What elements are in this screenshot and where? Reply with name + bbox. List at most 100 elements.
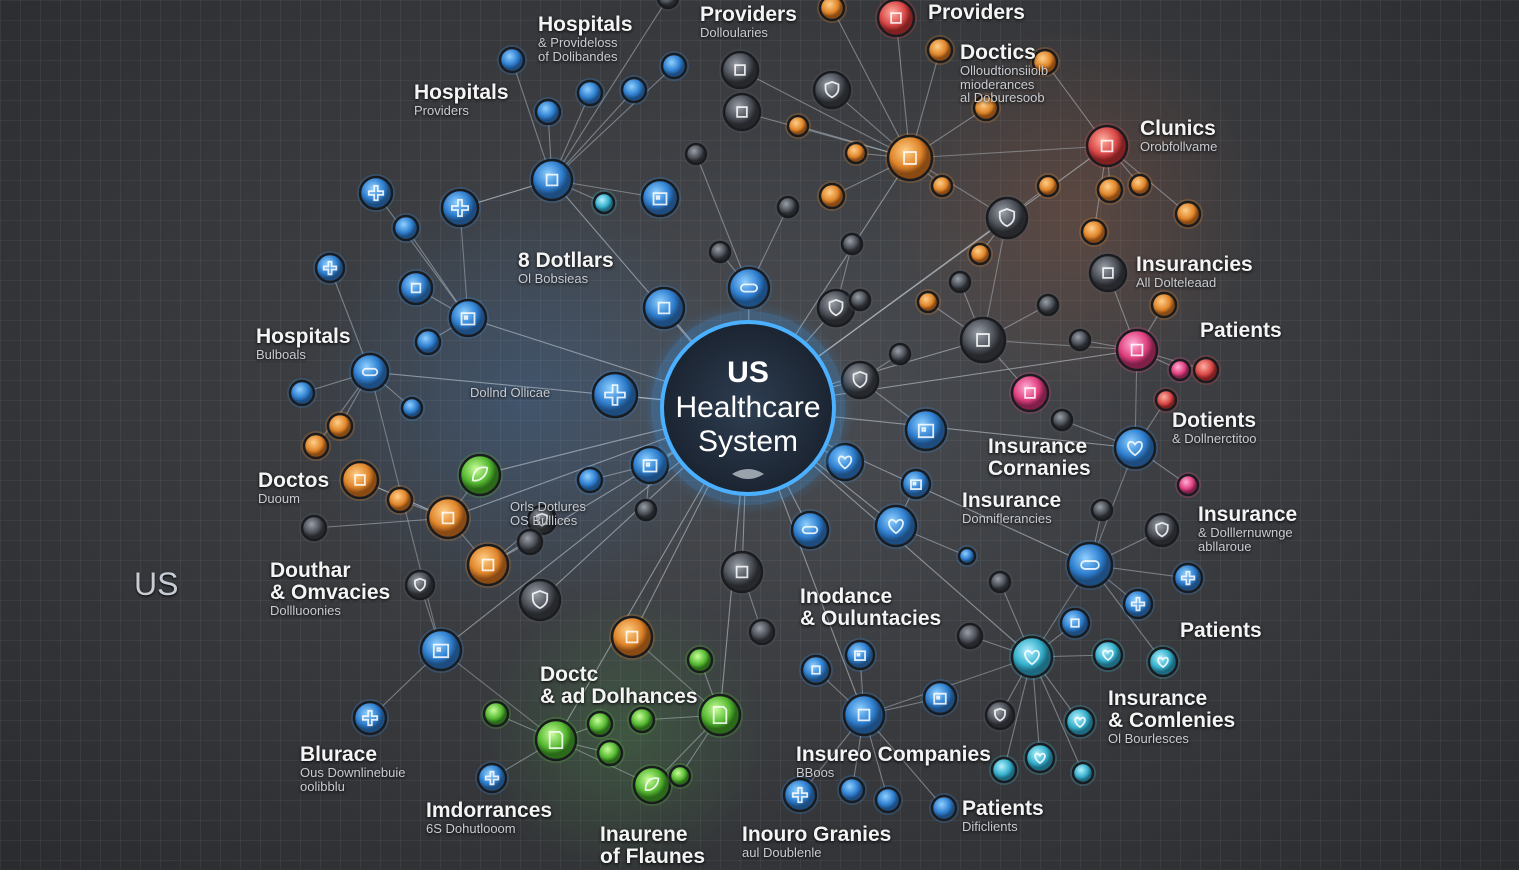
node-disc	[1113, 426, 1157, 470]
network-node	[655, 0, 681, 11]
node-disc	[926, 36, 954, 64]
node-disc	[956, 622, 984, 650]
network-node	[955, 621, 985, 651]
node-disc	[576, 466, 604, 494]
network-node	[1089, 497, 1115, 523]
network-node	[1167, 357, 1193, 383]
node-label-heading: Imdorrances	[426, 799, 553, 822]
network-node	[1067, 327, 1093, 353]
network-node	[811, 69, 853, 111]
hospital-icon	[1130, 596, 1146, 612]
node-label-heading: Insurance	[962, 489, 1062, 512]
network-node	[817, 181, 847, 211]
network-node	[887, 341, 913, 367]
node-disc	[300, 514, 328, 542]
network-node	[629, 444, 671, 486]
network-node	[719, 49, 761, 91]
node-disc	[358, 175, 394, 211]
node-disc	[1085, 124, 1129, 168]
node-label-heading: Doctics	[960, 41, 1036, 64]
network-node	[525, 503, 559, 537]
stethoscope-icon	[545, 173, 559, 187]
shield-icon	[1155, 521, 1169, 538]
node-disc	[466, 543, 510, 587]
node-label-heading: Providers	[700, 3, 797, 26]
node-disc	[1088, 253, 1128, 293]
network-node	[447, 297, 489, 339]
node-disc	[340, 460, 380, 500]
node-label-heading: Inodance	[800, 585, 893, 608]
network-node	[817, 0, 847, 23]
connection-line	[375, 192, 469, 319]
network-node	[1175, 472, 1201, 498]
node-disc	[848, 288, 872, 312]
node-label-heading: Insureo Companies	[796, 743, 991, 766]
node-label-sub: Dificlients	[962, 819, 1018, 835]
patient-icon	[1024, 387, 1036, 399]
node-label: Dotients& Dollnerctitoo	[1172, 409, 1257, 446]
leaf-icon	[471, 466, 489, 482]
hospital-icon	[791, 786, 809, 804]
network-node	[747, 617, 777, 647]
network-node	[1121, 587, 1155, 621]
network-node	[397, 269, 435, 307]
node-disc	[1066, 541, 1114, 589]
network-node	[841, 692, 887, 738]
network-node	[958, 315, 1008, 365]
building-icon	[933, 692, 947, 705]
building-icon	[652, 192, 668, 206]
network-node	[1146, 645, 1180, 679]
network-node	[1070, 760, 1096, 786]
network-node	[659, 51, 689, 81]
node-disc	[888, 342, 912, 366]
document-icon	[712, 706, 728, 724]
network-node	[785, 113, 811, 139]
node-label-heading: Patients	[1200, 319, 1282, 342]
node-label-sub: Ol Bobsieas	[518, 271, 589, 287]
node-label-heading: Dotients	[1172, 409, 1256, 432]
network-node	[1149, 290, 1179, 320]
node-disc	[414, 328, 442, 356]
clinic-icon	[1100, 139, 1114, 153]
node-disc	[400, 396, 424, 420]
network-node	[843, 638, 877, 672]
building-icon	[854, 650, 866, 661]
node-disc	[288, 379, 316, 407]
clipboard-icon	[976, 333, 990, 347]
node-disc	[984, 699, 1016, 731]
hospital-icon	[322, 260, 338, 276]
node-disc	[1010, 635, 1054, 679]
node-label-heading: Cornanies	[988, 457, 1091, 481]
network-node	[781, 776, 819, 814]
network-node	[1079, 217, 1109, 247]
heart-icon	[837, 455, 853, 470]
node-disc	[534, 718, 578, 762]
node-disc	[968, 242, 992, 266]
heart-icon	[1024, 649, 1040, 666]
node-disc	[302, 432, 330, 460]
node-disc	[1150, 291, 1178, 319]
network-node	[299, 513, 329, 543]
node-disc	[790, 510, 830, 550]
node-disc	[844, 141, 868, 165]
node-disc	[876, 0, 916, 38]
network-node	[789, 509, 831, 551]
stethoscope-icon	[657, 301, 671, 315]
network-node	[915, 289, 941, 315]
node-disc	[498, 46, 526, 74]
node-label-heading: Blurace	[300, 743, 378, 766]
network-node	[837, 775, 867, 805]
network-node	[349, 351, 391, 393]
node-disc	[426, 496, 470, 540]
node-disc	[518, 578, 562, 622]
network-node	[685, 645, 715, 675]
node-label-heading: Inaurene	[600, 823, 688, 846]
node-disc	[722, 92, 762, 132]
node-disc	[727, 266, 771, 310]
node-label-heading: & Ouluntacies	[800, 607, 942, 631]
